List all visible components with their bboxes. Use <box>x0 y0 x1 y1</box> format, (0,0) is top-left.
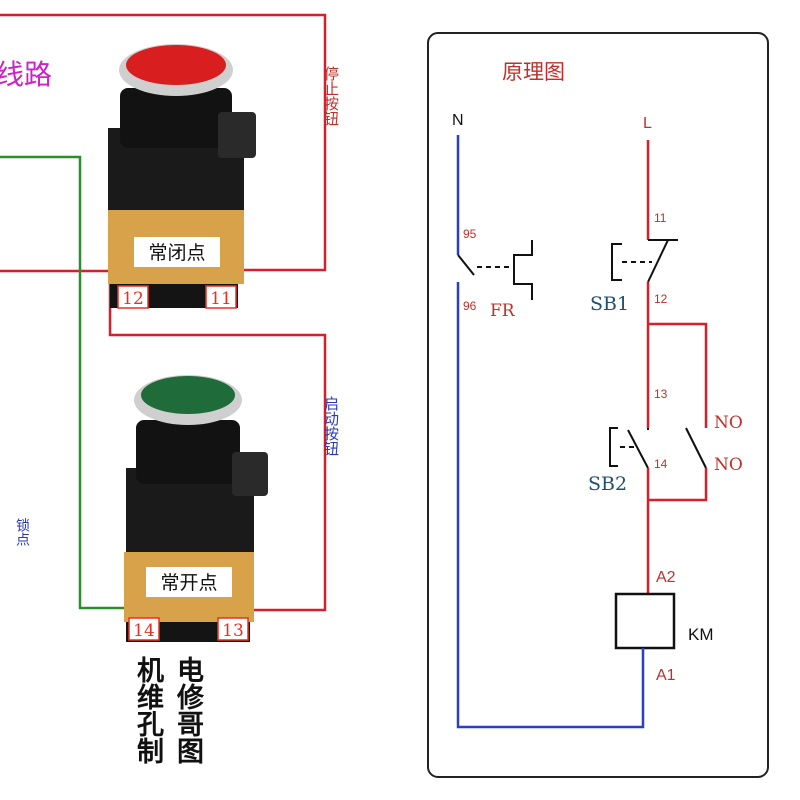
start-button[interactable]: 常开点 14 13 <box>124 375 268 642</box>
watermark-col-2: 电修哥图 <box>95 656 205 764</box>
wire-green-14 <box>0 155 140 610</box>
no-terminal-left-box <box>128 617 160 641</box>
fr-label: FR <box>490 301 516 321</box>
no-label-1: NO <box>714 413 743 433</box>
stop-button-label: 停止按钮 <box>280 66 340 126</box>
fr-contact-blade <box>457 254 475 276</box>
start-button-cap <box>141 376 235 414</box>
sb2-label: SB2 <box>588 473 627 495</box>
nc-contact-label: 常闭点 <box>148 242 205 264</box>
sb1-terminal-top: 11 <box>654 211 667 225</box>
side-label: 锁点 <box>2 518 30 546</box>
start-label-text: 启动按钮 <box>280 396 340 456</box>
fr-terminal-bottom: 96 <box>463 299 477 313</box>
nc-terminal-left: 12 <box>122 289 144 309</box>
stop-button-cap <box>126 45 226 85</box>
nc-terminal-left-box <box>117 285 149 309</box>
wire-red-13 <box>108 283 327 612</box>
coil-top-terminal: A2 <box>656 569 676 586</box>
km-aux-blade <box>685 427 707 469</box>
neutral-wire-bottom <box>456 282 645 729</box>
start-button-latch <box>232 452 268 496</box>
sb1-actuator <box>611 243 622 281</box>
sb1-terminal-bottom: 12 <box>654 292 668 306</box>
sb2-blade <box>627 429 649 469</box>
no-label-2: NO <box>714 455 743 475</box>
nc-terminal-right-box <box>205 285 237 309</box>
neutral-label: N <box>452 112 464 129</box>
start-button-label: 启动按钮 <box>280 396 340 456</box>
stop-button-latch <box>218 112 256 158</box>
fr-thermal-element <box>513 240 533 300</box>
km-coil <box>614 592 676 650</box>
stop-label-text: 停止按钮 <box>280 66 340 126</box>
stop-button[interactable]: 常闭点 12 11 <box>108 44 256 309</box>
left-wiring-panel: 线路 常闭点 12 11 停止按钮 <box>0 13 340 764</box>
nc-label-plate <box>134 237 220 267</box>
live-label: L <box>643 115 652 132</box>
coil-bottom-terminal: A1 <box>656 667 676 684</box>
wire-red-stop-11 <box>0 13 327 272</box>
km-label: KM <box>688 625 714 644</box>
schematic-title: 原理图 <box>502 60 565 84</box>
no-terminal-left: 14 <box>133 621 155 641</box>
sb2-terminal-top: 13 <box>654 387 668 401</box>
no-label-plate <box>146 567 232 597</box>
fr-terminal-top: 95 <box>463 227 477 241</box>
start-button-collar <box>136 420 240 484</box>
no-terminal-right: 13 <box>222 621 244 641</box>
nc-terminal-right: 11 <box>210 289 232 309</box>
sb2-terminal-bottom: 14 <box>654 457 668 471</box>
wire-selfhold-top <box>648 322 708 428</box>
sb1-label: SB1 <box>590 293 629 315</box>
sb2-actuator <box>609 427 618 467</box>
sb1-blade <box>647 239 669 283</box>
side-label-text: 锁点 <box>2 518 30 546</box>
wire-selfhold-bottom <box>648 468 708 502</box>
no-contact-label: 常开点 <box>160 572 217 594</box>
stop-button-collar <box>120 88 232 148</box>
no-terminal-right-box <box>217 617 249 641</box>
watermark-col-2-text: 电修哥图 <box>95 656 205 764</box>
schematic-panel: 原理图 N 95 96 FR L 11 12 SB1 13 14 SB2 <box>427 32 769 778</box>
schematic-frame <box>427 32 769 778</box>
wiring-title: 线路 <box>0 58 52 91</box>
